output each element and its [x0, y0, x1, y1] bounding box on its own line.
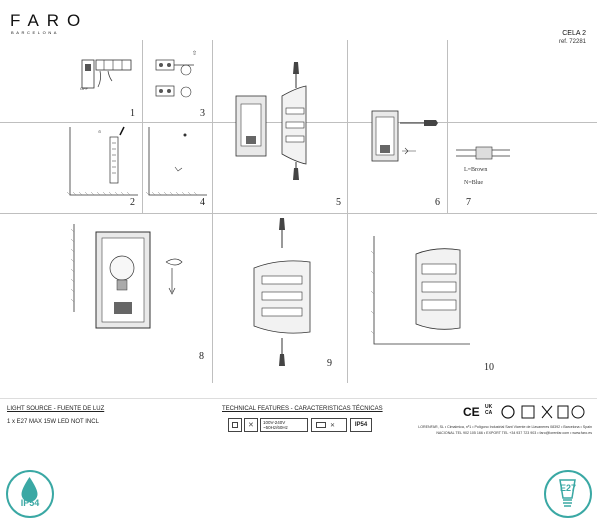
voltage-box: 100V-240V ~50Hz/60Hz	[260, 418, 308, 432]
ip54-badge-label: IP54	[20, 498, 40, 508]
no-dimmer-icon: ✕	[244, 418, 258, 432]
e27-badge-label: E27	[559, 483, 576, 493]
recycle-icon	[501, 405, 515, 419]
grid-divider-v4	[447, 40, 448, 213]
step-number-10: 10	[484, 362, 494, 373]
product-name: CELA 2	[562, 30, 586, 37]
brand-logo: FARO	[10, 11, 89, 30]
bulb-socket-icon	[559, 479, 576, 507]
step6-base-illustration	[371, 110, 438, 162]
step-number-7: 7	[466, 197, 471, 208]
step4-wall-illustration	[145, 127, 207, 196]
installation-icon: ✕	[311, 418, 347, 432]
step-number-2: 2	[130, 197, 135, 208]
grid-divider-v1	[142, 40, 143, 213]
certification-icons	[501, 405, 585, 419]
step-number-9: 9	[327, 358, 332, 369]
class-ii-icon	[228, 418, 242, 432]
light-source-text: 1 x E27 MAX 15W LED NOT INCL	[7, 419, 99, 425]
step1-breaker-illustration	[81, 59, 132, 89]
ip-rating-box: IP54	[350, 418, 372, 432]
svg-text:⊙: ⊙	[98, 129, 101, 134]
bottom-divider	[0, 398, 597, 399]
frequency-text: ~50Hz/60Hz	[263, 425, 288, 430]
step-number-6: 6	[435, 197, 440, 208]
step-number-4: 4	[200, 197, 205, 208]
step-number-8: 8	[199, 351, 204, 362]
step-number-1: 1	[130, 108, 135, 119]
voltage-text: 100V-240V	[263, 420, 286, 425]
brand-subtitle: BARCELONA	[11, 30, 60, 35]
step3-plugs-illustration: ⇧	[155, 50, 197, 98]
grid-divider-v2	[212, 40, 213, 383]
step7-wiring-illustration	[456, 146, 510, 160]
grid-divider-v3	[347, 40, 348, 383]
step-number-3: 3	[200, 108, 205, 119]
light-source-title: LIGHT SOURCE - FUENTE DE LUZ	[7, 406, 105, 412]
ukca-mark: UK CA	[485, 404, 493, 416]
no-fixture-icon	[571, 405, 585, 419]
document-icon	[557, 405, 569, 419]
step-number-5: 5	[336, 197, 341, 208]
step5-lamp-illustration	[235, 62, 307, 180]
step8-bulb-illustration	[70, 224, 183, 329]
product-ref: ref. 72281	[558, 39, 586, 45]
ip54-badge: IP54	[6, 470, 54, 518]
svg-text:⇧: ⇧	[192, 50, 197, 57]
step2-wall-illustration: ⊙	[66, 126, 138, 196]
e27-badge: E27	[544, 470, 592, 518]
company-contact: NACIONAL TEL 902 105 166 • EXPORT TEL +3…	[436, 431, 592, 435]
water-drop-icon	[21, 477, 38, 502]
technical-features-title: TECHNICAL FEATURES - CARACTERISTICAS TÉC…	[222, 406, 383, 412]
step10-final-lamp-illustration	[370, 236, 470, 345]
wire-brown-label: L=Brown	[464, 167, 488, 173]
wire-blue-label: N=Blue	[464, 180, 484, 186]
packaging-icon	[521, 405, 535, 419]
weee-bin-icon	[541, 405, 553, 419]
company-address: LORENFAR, SL • Cimalmica, nº1 • Polígono…	[418, 425, 592, 429]
grid-divider-h2	[0, 213, 597, 214]
step9-lamp-illustration	[253, 218, 311, 366]
ce-mark: CE	[463, 405, 480, 419]
step1-off-label: OFF	[80, 86, 88, 91]
